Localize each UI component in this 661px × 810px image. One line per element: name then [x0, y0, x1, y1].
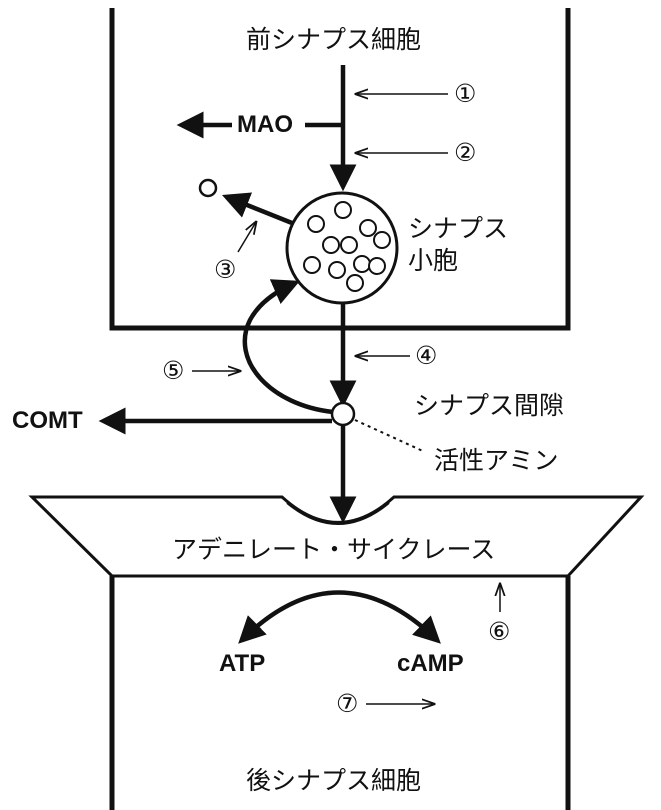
active-amine-label: 活性アミン — [434, 446, 559, 475]
presynaptic-cell-outline — [109, 8, 571, 331]
step-marker-2: ② — [454, 138, 477, 167]
atp-label: ATP — [219, 650, 266, 677]
camp-label: cAMP — [397, 650, 464, 677]
active-amine-pointer — [354, 419, 426, 453]
vesicle-granules — [303, 201, 391, 292]
leak-arrow — [221, 192, 293, 226]
receptor-site — [286, 502, 390, 525]
synaptic-cleft-label: シナプス間隙 — [414, 391, 565, 420]
vesicle-label-line1: シナプス — [408, 214, 509, 243]
step-marker-6: ⑥ — [488, 617, 511, 646]
step-marker-4: ④ — [415, 341, 438, 370]
adenylate-cyclase-label: アデニレート・サイクレース — [172, 535, 496, 564]
step-marker-5: ⑤ — [162, 356, 185, 385]
postsynaptic-cell-label: 後シナプス細胞 — [246, 766, 422, 795]
step-3-pointer — [237, 222, 256, 253]
vesicle-label-line2: 小胞 — [408, 246, 459, 275]
mao-label: MAO — [237, 111, 293, 138]
step-marker-3: ③ — [214, 255, 237, 284]
step-marker-7: ⑦ — [336, 689, 359, 718]
comt-label: COMT — [12, 407, 83, 434]
step-marker-1: ① — [454, 79, 477, 108]
atp-camp-arc — [238, 590, 441, 644]
active-amine-circle — [330, 401, 356, 427]
reuptake-arrow — [242, 279, 334, 415]
released-amine-small — [198, 178, 218, 198]
presynaptic-cell-label: 前シナプス細胞 — [246, 25, 422, 54]
